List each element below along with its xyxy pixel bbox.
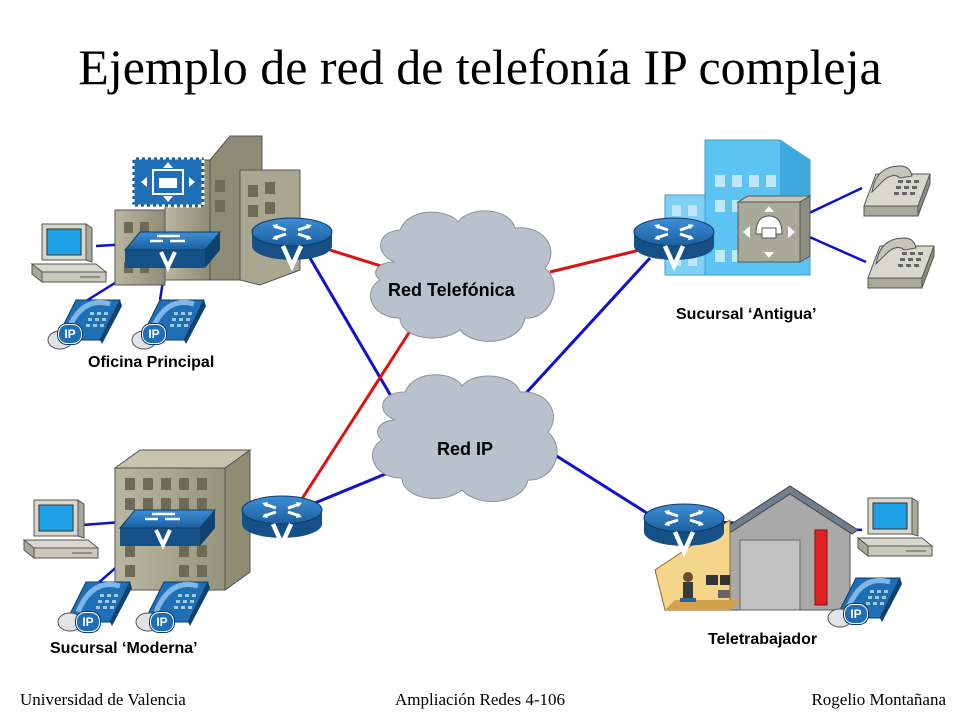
house-teletrabajador	[654, 485, 859, 611]
footer-course-page: Ampliación Redes 4-106	[395, 690, 565, 709]
site-label-teletrabajador: Teletrabajador	[708, 631, 818, 648]
switch-moderna-icon	[118, 508, 217, 548]
call-manager-icon	[131, 156, 205, 208]
pc-moderna-icon	[23, 499, 99, 559]
footer-author: Rogelio Montañana	[811, 690, 946, 709]
phone-antigua-2-icon	[867, 237, 935, 289]
link-tele-ipnet	[554, 453, 651, 517]
pbx-icon	[736, 195, 812, 263]
slide-title: Ejemplo de red de telefonía IP compleja	[78, 39, 882, 95]
router-moderna-icon	[242, 496, 322, 544]
ip-phone-principal-2-icon	[132, 300, 206, 349]
site-label-sucursal-moderna: Sucursal ‘Moderna’	[50, 640, 198, 657]
pc-teletrabajador-icon	[857, 497, 933, 557]
teleworker-person-icon	[680, 572, 730, 602]
link-moderna-pstn	[296, 327, 414, 506]
ip-badge-teletrabajador: IP	[844, 604, 868, 624]
site-label-oficina-principal: Oficina Principal	[88, 354, 215, 371]
cloud-label-red-ip: Red IP	[437, 439, 494, 459]
link-antigua-ipnet	[513, 256, 652, 407]
cloud-red-ip	[372, 374, 558, 502]
footer-university: Universidad de Valencia	[20, 690, 186, 709]
ip-badge-principal-2: IP	[142, 324, 166, 344]
cloud-label-red-telefonica: Red Telefónica	[388, 280, 515, 300]
ip-badge-moderna-2: IP	[150, 612, 174, 632]
ip-badge-principal-1: IP	[58, 324, 82, 344]
switch-principal-icon	[123, 230, 222, 270]
ip-phone-principal-1-icon	[48, 300, 122, 349]
pc-principal-icon	[31, 223, 107, 283]
site-label-sucursal-antigua: Sucursal ‘Antigua’	[676, 306, 817, 323]
link-antigua-phone2	[804, 233, 867, 264]
cloud-red-telefonica	[370, 210, 555, 342]
ip-badge-moderna-1: IP	[76, 612, 100, 632]
link-antigua-phone1	[804, 186, 863, 217]
phone-antigua-1-icon	[863, 165, 931, 217]
link-antigua-pstn	[549, 248, 641, 274]
link-principal-ipnet	[308, 257, 407, 421]
